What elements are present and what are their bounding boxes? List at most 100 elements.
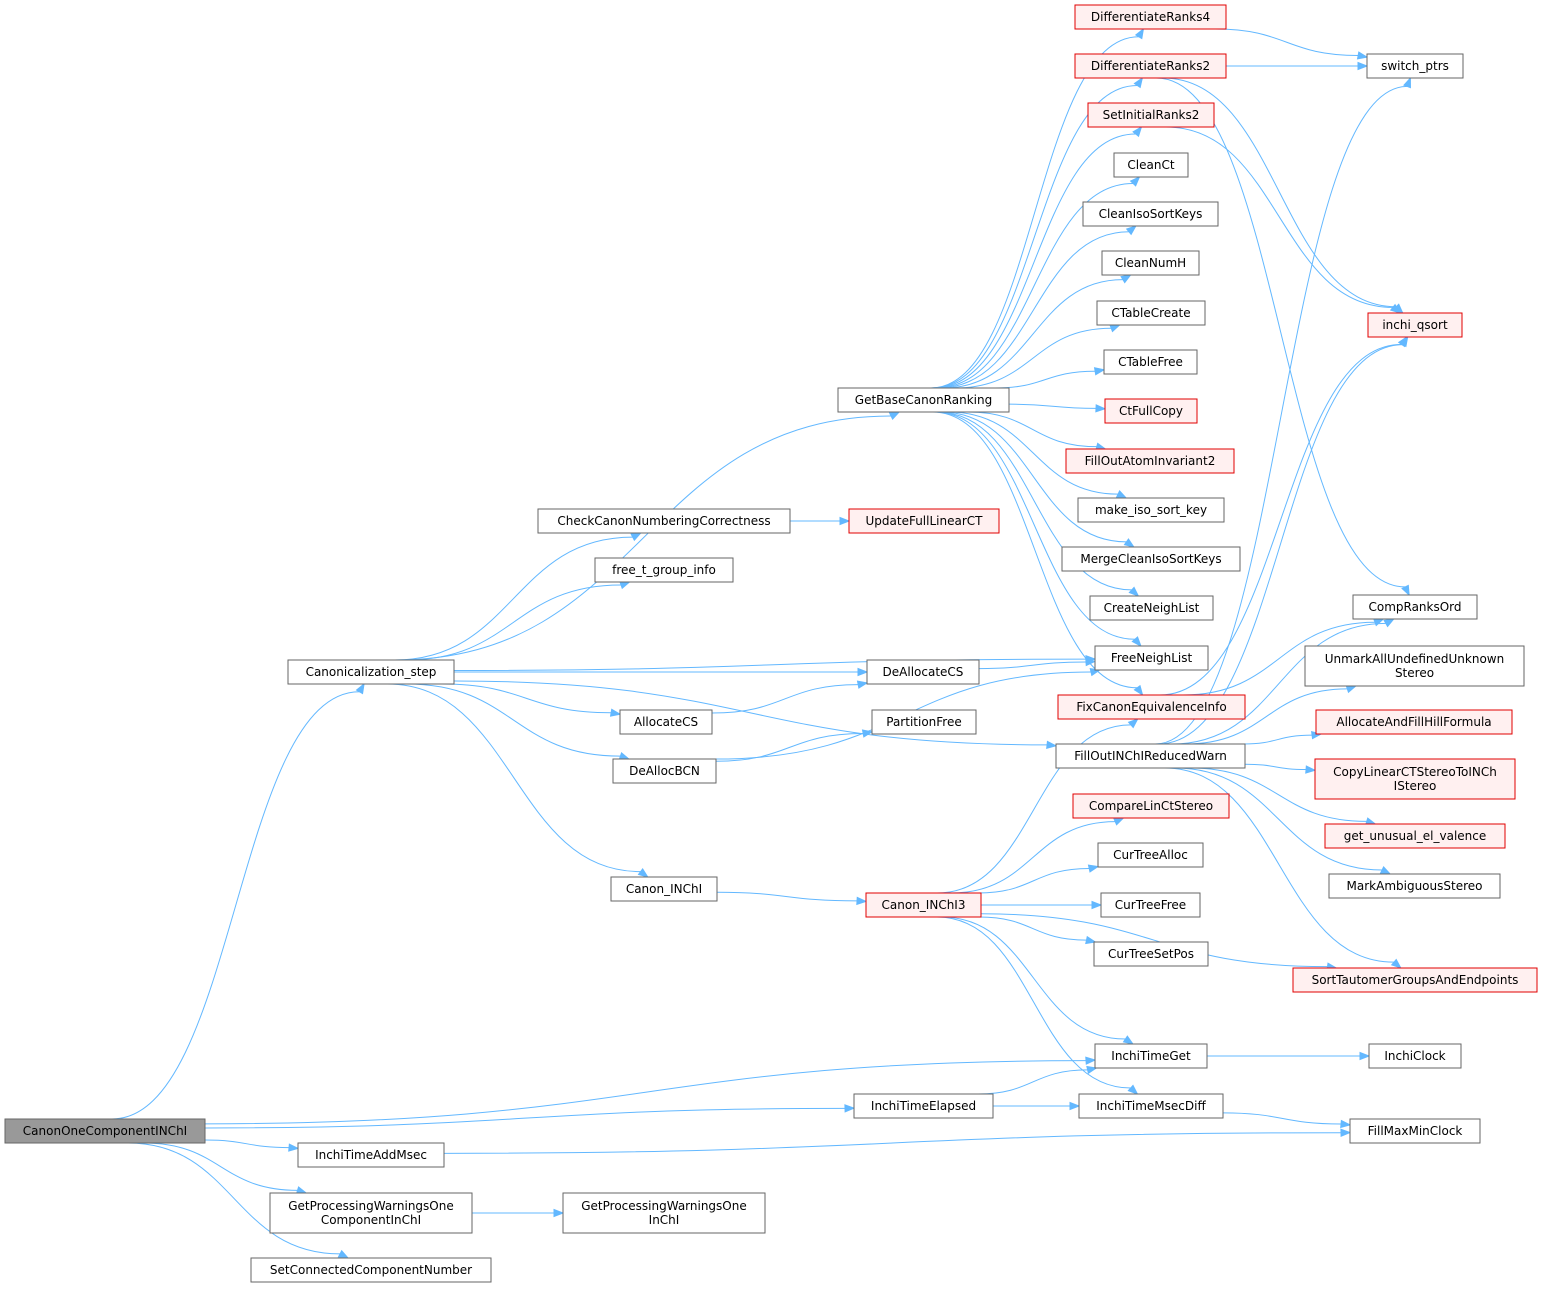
function-node-canon_step[interactable]: Canonicalization_step <box>287 659 455 685</box>
arrowhead-caninchi3-to-timemsec <box>1127 1084 1139 1095</box>
node-label: get_unusual_el_valence <box>1344 829 1487 843</box>
function-node-switchptrs[interactable]: switch_ptrs <box>1366 53 1464 79</box>
function-node-deallocs[interactable]: DeAllocateCS <box>866 659 980 685</box>
function-node-timemsec[interactable]: InchiTimeMsecDiff <box>1078 1093 1224 1119</box>
edge-getbase-to-ctfree <box>995 370 1096 389</box>
function-node-sorttaut[interactable]: SortTautomerGroupsAndEndpoints <box>1292 967 1538 993</box>
arrowhead-fillinchi-to-compranks <box>1383 618 1395 628</box>
function-node-setconn[interactable]: SetConnectedComponentNumber <box>250 1257 492 1283</box>
node-box <box>866 659 980 685</box>
function-node-allochill[interactable]: AllocateAndFillHillFormula <box>1315 709 1513 735</box>
node-box <box>1061 546 1241 572</box>
node-box <box>4 1118 206 1144</box>
arrowhead-getbase-to-fixcanon <box>1133 684 1144 697</box>
node-box <box>865 892 982 918</box>
function-node-caninchi3[interactable]: Canon_INChI3 <box>865 892 982 918</box>
edge-caninchi3-to-timemsec <box>937 916 1131 1089</box>
node-label: CompRanksOrd <box>1368 600 1461 614</box>
function-node-cleanct[interactable]: CleanCt <box>1113 152 1189 178</box>
node-label: UnmarkAllUndefinedUnknown <box>1325 652 1504 666</box>
function-node-fillinchi[interactable]: FillOutINChIReducedWarn <box>1055 743 1246 769</box>
function-node-inchiqsort[interactable]: inchi_qsort <box>1367 312 1463 338</box>
node-box <box>1367 312 1463 338</box>
node-label: CurTreeFree <box>1115 898 1186 912</box>
function-node-root[interactable]: CanonOneComponentINChI <box>4 1118 206 1144</box>
node-label: CopyLinearCTStereoToINCh <box>1333 765 1497 779</box>
function-node-updatefull[interactable]: UpdateFullLinearCT <box>848 508 1000 534</box>
arrowhead-fillinchi-to-unmark <box>1345 685 1358 694</box>
function-node-curfree[interactable]: CurTreeFree <box>1100 892 1201 918</box>
node-label: FreeNeighList <box>1111 651 1193 665</box>
function-node-ctcreate[interactable]: CTableCreate <box>1096 300 1206 326</box>
function-node-markamb[interactable]: MarkAmbiguousStereo <box>1328 873 1501 899</box>
arrowhead-diff2-to-compranks <box>1401 584 1410 597</box>
function-node-partfree[interactable]: PartitionFree <box>871 709 977 735</box>
node-label: InchiTimeAddMsec <box>315 1148 427 1162</box>
node-label: IStereo <box>1394 779 1437 793</box>
edge-root-to-timeadd <box>204 1139 290 1149</box>
function-node-freetgroup[interactable]: free_t_group_info <box>594 557 734 583</box>
function-node-caninchi[interactable]: Canon_INChI <box>610 876 718 902</box>
node-box <box>594 557 734 583</box>
function-node-ctfree[interactable]: CTableFree <box>1103 349 1198 375</box>
function-node-cleannumh[interactable]: CleanNumH <box>1101 250 1200 276</box>
function-node-fillmax[interactable]: FillMaxMinClock <box>1349 1118 1481 1144</box>
node-label: CurTreeSetPos <box>1108 947 1194 961</box>
function-node-comparelin[interactable]: CompareLinCtStereo <box>1072 793 1230 819</box>
node-box <box>1055 743 1246 769</box>
node-box <box>1366 53 1464 79</box>
node-label: free_t_group_info <box>612 563 716 577</box>
function-node-inchiclock[interactable]: InchiClock <box>1368 1043 1462 1069</box>
function-node-curalloc[interactable]: CurTreeAlloc <box>1097 842 1204 868</box>
function-node-makeiso[interactable]: make_iso_sort_key <box>1077 497 1225 523</box>
node-label: CleanIsoSortKeys <box>1099 207 1203 221</box>
arrowhead-root-to-timeelapsed <box>844 1104 856 1113</box>
edge-canon_step-to-fillinchi <box>453 680 1048 746</box>
edge-caninchi-to-caninchi3 <box>716 891 858 902</box>
arrowhead-getbase-to-cleaniso <box>1125 225 1137 236</box>
arrowhead-getbase-to-setinit <box>1132 125 1143 138</box>
function-node-setinit[interactable]: SetInitialRanks2 <box>1087 102 1215 128</box>
node-box <box>1100 892 1201 918</box>
node-label: AllocateAndFillHillFormula <box>1336 715 1491 729</box>
node-box <box>1074 4 1227 30</box>
node-box <box>612 758 717 784</box>
node-box <box>848 508 1000 534</box>
function-node-allocs[interactable]: AllocateCS <box>619 709 713 735</box>
edge-caninchi3-to-curalloc <box>977 868 1090 894</box>
function-node-freeneigh[interactable]: FreeNeighList <box>1094 645 1209 671</box>
function-node-diff2[interactable]: DifferentiateRanks2 <box>1074 53 1227 79</box>
function-node-getbase[interactable]: GetBaseCanonRanking <box>837 387 1010 413</box>
arrowhead-caninchi-to-caninchi3 <box>856 896 868 906</box>
function-nodes: CanonOneComponentINChI Canonicalization_s… <box>4 4 1538 1283</box>
node-box <box>1113 152 1189 178</box>
arrowhead-timeadd-to-fillmax <box>1340 1128 1352 1137</box>
function-node-checkcanon[interactable]: CheckCanonNumberingCorrectness <box>537 508 791 534</box>
node-label: DeAllocBCN <box>629 764 700 778</box>
function-node-fillatom[interactable]: FillOutAtomInvariant2 <box>1065 448 1235 474</box>
node-label: switch_ptrs <box>1381 59 1449 73</box>
node-label: CheckCanonNumberingCorrectness <box>557 514 770 528</box>
function-node-cursetpos[interactable]: CurTreeSetPos <box>1093 941 1209 967</box>
arrowhead-caninchi3-to-comparelin <box>1113 817 1125 826</box>
function-node-mergeclean[interactable]: MergeCleanIsoSortKeys <box>1061 546 1241 572</box>
function-node-getunusual[interactable]: get_unusual_el_valence <box>1324 823 1506 849</box>
function-node-ctfull[interactable]: CtFullCopy <box>1104 398 1198 424</box>
function-node-timeget[interactable]: InchiTimeGet <box>1094 1043 1208 1069</box>
function-node-fixcanon[interactable]: FixCanonEquivalenceInfo <box>1057 694 1246 720</box>
node-label: CtFullCopy <box>1119 404 1183 418</box>
function-node-createneigh[interactable]: CreateNeighList <box>1089 595 1214 621</box>
function-node-timeadd[interactable]: InchiTimeAddMsec <box>297 1142 445 1168</box>
function-node-cleaniso[interactable]: CleanIsoSortKeys <box>1082 201 1219 227</box>
function-node-timeelapsed[interactable]: InchiTimeElapsed <box>853 1093 994 1119</box>
function-node-compranks[interactable]: CompRanksOrd <box>1352 594 1478 620</box>
node-box <box>837 387 1010 413</box>
function-node-deallocbcn[interactable]: DeAllocBCN <box>612 758 717 784</box>
arrowhead-fillinchi-to-switchptrs <box>1403 76 1411 89</box>
function-node-diff4[interactable]: DifferentiateRanks4 <box>1074 4 1227 30</box>
edge-canon_step-to-deallocbcn <box>406 683 621 757</box>
